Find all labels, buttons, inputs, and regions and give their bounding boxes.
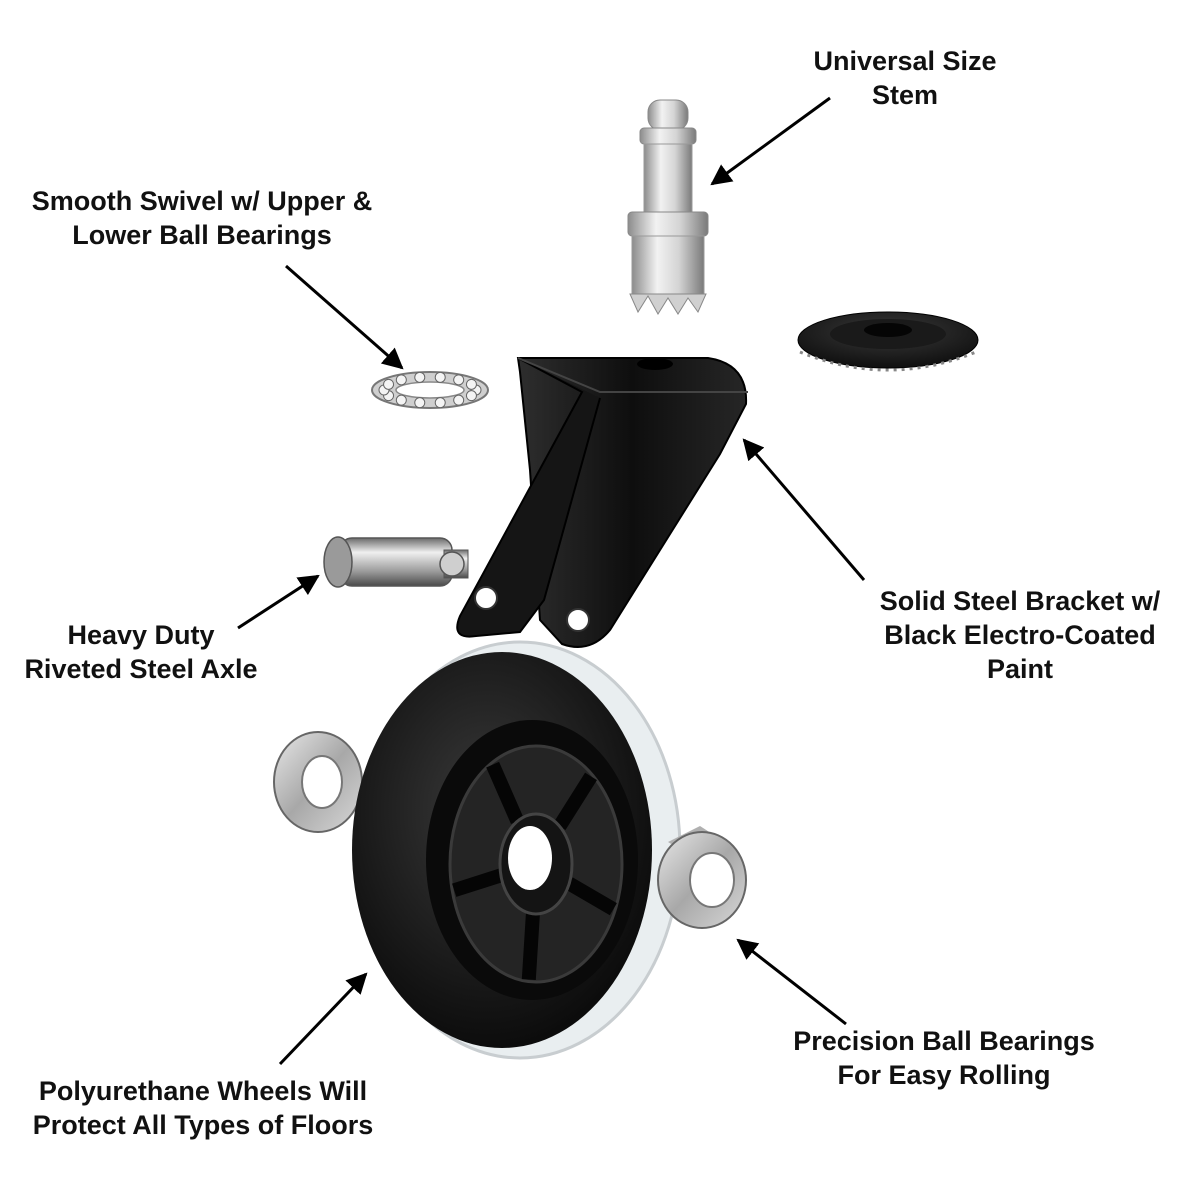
- stem: [627, 99, 709, 315]
- label-line: Stem: [871, 80, 939, 110]
- label-line: Paint: [986, 654, 1053, 684]
- bracket-arrow: [742, 438, 866, 581]
- bearing-arrow: [736, 938, 847, 1026]
- swivel-ring: [371, 371, 489, 409]
- label-line: Lower Ball Bearings: [72, 220, 332, 250]
- ball-bearing: [395, 394, 407, 406]
- cap: [797, 311, 979, 372]
- label-line: Black Electro-Coated: [884, 620, 1156, 650]
- swivel-arrow: [285, 264, 404, 370]
- ball-bearing: [453, 374, 465, 386]
- ball-bearing: [395, 374, 407, 386]
- ball-bearing: [434, 371, 446, 383]
- wheel-spoke: [452, 868, 504, 897]
- wheel-spoke: [486, 761, 524, 824]
- label-universal-size-stem: Universal Size Stem: [760, 44, 1050, 112]
- ball-bearing: [465, 378, 477, 390]
- label-polyurethane-wheels: Polyurethane Wheels Will Protect All Typ…: [0, 1074, 406, 1142]
- label-precision-ball-bearings: Precision Ball Bearings For Easy Rolling: [740, 1024, 1148, 1092]
- label-line: Universal Size: [813, 46, 997, 76]
- ball-bearing: [453, 394, 465, 406]
- wheel: [352, 640, 682, 1060]
- bearing-right: [657, 826, 747, 929]
- bearing-left: [273, 731, 363, 833]
- ball-bearings: [378, 371, 482, 409]
- label-line: Smooth Swivel w/ Upper &: [31, 186, 373, 216]
- label-line: Riveted Steel Axle: [24, 654, 258, 684]
- label-line: Precision Ball Bearings: [793, 1026, 1095, 1056]
- label-steel-bracket: Solid Steel Bracket w/ Black Electro-Coa…: [840, 584, 1200, 686]
- bracket: [456, 357, 748, 648]
- wheel-spoke: [553, 772, 597, 830]
- callout-arrows: [237, 96, 866, 1066]
- ball-bearing: [383, 378, 395, 390]
- label-smooth-swivel: Smooth Swivel w/ Upper & Lower Ball Bear…: [0, 184, 404, 252]
- label-line: Polyurethane Wheels Will: [38, 1076, 368, 1106]
- wheel-spokes: [452, 761, 617, 981]
- ball-bearing: [434, 397, 446, 409]
- wheel-arrow: [278, 972, 368, 1066]
- axle: [323, 536, 469, 588]
- axle-arrow: [237, 574, 320, 630]
- label-steel-axle: Heavy Duty Riveted Steel Axle: [0, 618, 282, 686]
- label-line: Protect All Types of Floors: [32, 1110, 374, 1140]
- ball-bearing: [414, 397, 426, 409]
- stem-arrow: [710, 96, 831, 186]
- label-line: For Easy Rolling: [837, 1060, 1051, 1090]
- ball-bearing: [465, 390, 477, 402]
- wheel-spoke: [565, 877, 617, 916]
- label-line: Heavy Duty: [67, 620, 215, 650]
- ball-bearing: [414, 371, 426, 383]
- wheel-spoke: [521, 913, 540, 981]
- label-line: Solid Steel Bracket w/: [879, 586, 1161, 616]
